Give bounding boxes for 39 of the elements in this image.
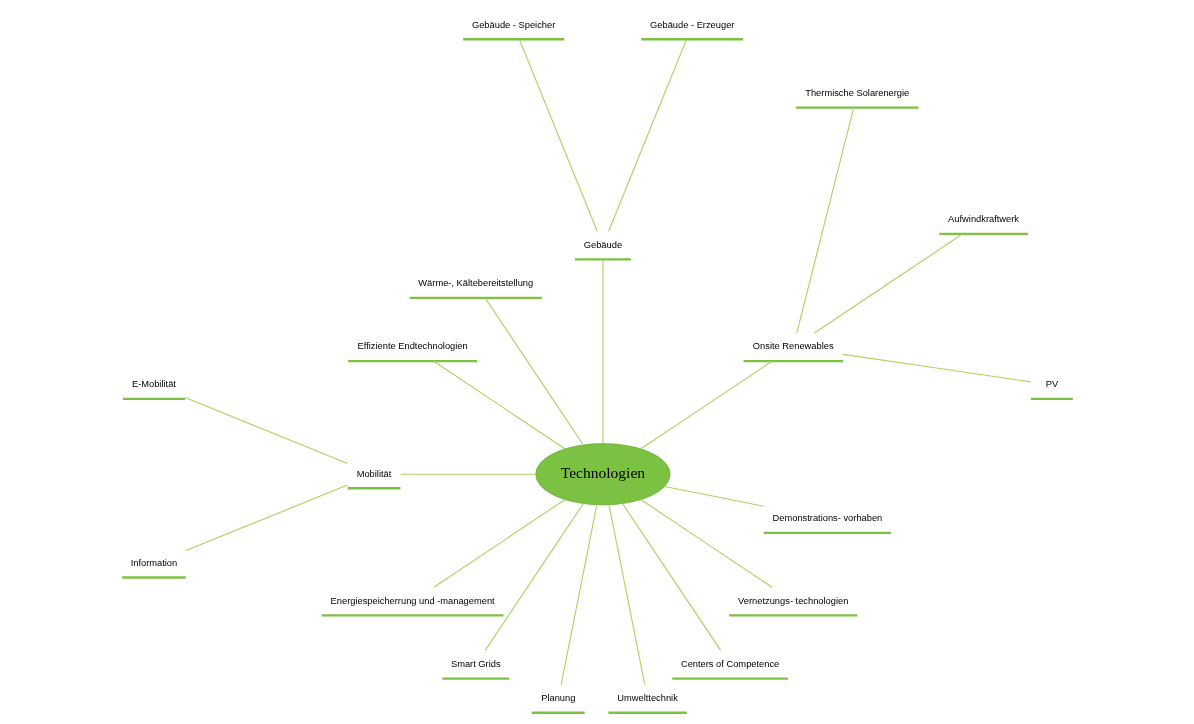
connector: [560, 504, 597, 686]
node-text: Vernetzungs- technologien: [737, 595, 848, 606]
node-text: Gebäude: [583, 239, 622, 250]
connector: [518, 38, 598, 232]
connector: [608, 504, 645, 686]
node-text: Planung: [540, 693, 575, 704]
node-text: Thermische Solarenergie: [804, 88, 909, 99]
node-text: Information: [130, 557, 177, 568]
node-text: Wärme-, Kältebereitstellung: [417, 278, 533, 289]
connector: [621, 503, 721, 651]
node-text: Umwelttechnik: [616, 693, 678, 704]
node-text: Onsite Renewables: [752, 341, 834, 352]
connector: [432, 499, 565, 588]
node-ellipse: Technologien: [534, 443, 670, 506]
connector: [795, 107, 854, 334]
node-text: Effiziente Endtechnologien: [357, 341, 468, 352]
connector: [663, 485, 764, 507]
connector: [399, 473, 536, 475]
node-text: E-Mobilität: [131, 379, 176, 390]
node-text: Smart Grids: [450, 658, 501, 669]
connector: [813, 233, 963, 334]
connector: [432, 360, 565, 450]
node-text: Gebäude - Speicher: [471, 19, 555, 30]
connector: [484, 503, 584, 651]
node-text: PV: [1045, 379, 1058, 390]
connector: [184, 484, 348, 552]
connector: [484, 297, 584, 446]
connector: [639, 360, 773, 450]
node-text: Aufwindkraftwerk: [947, 214, 1019, 225]
connector: [639, 499, 773, 588]
node-text: Mobilität: [356, 468, 391, 479]
connector: [607, 38, 687, 232]
node-text: Demonstrations- vorhaben: [772, 513, 882, 524]
connector: [601, 259, 603, 444]
node-text: Energiespeicherrung und -management: [330, 595, 495, 606]
node-text: Gebäude - Erzeuger: [649, 19, 734, 30]
connector: [842, 353, 1031, 383]
node-text: Centers of Competence: [680, 658, 779, 669]
connector: [184, 397, 348, 465]
